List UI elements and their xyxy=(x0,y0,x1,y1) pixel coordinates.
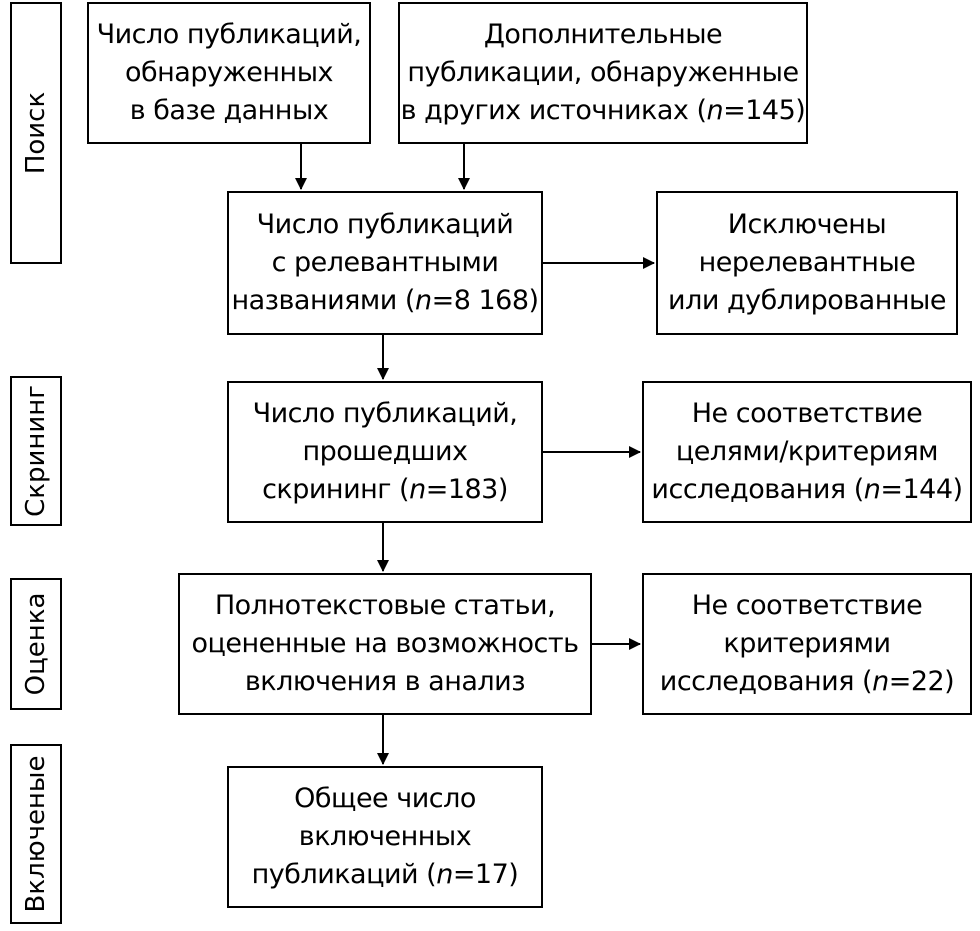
box-not-matching-goals: Не соответствие целями/критериям исследо… xyxy=(642,381,972,523)
box-not-matching-criteria-line1: Не соответствие xyxy=(691,590,923,621)
stage-screening: Скрининг xyxy=(10,376,62,526)
box-other-sources-line1: Дополнительные xyxy=(483,19,723,50)
box-other-sources: Дополнительные публикации, обнаруженные … xyxy=(398,2,808,144)
box-screened-line3: скрининг (n=183) xyxy=(262,474,508,505)
box-excluded-irrelevant-line1: Исключены xyxy=(727,209,887,240)
box-fulltext-line3: включения в анализ xyxy=(244,666,526,697)
box-db-publications-line2: обнаруженных xyxy=(124,57,334,88)
box-total-included-line1: Общее число xyxy=(294,783,476,814)
box-excluded-irrelevant-line3: или дублированные xyxy=(668,285,946,316)
box-not-matching-criteria-line3: исследования (n=22) xyxy=(659,666,955,697)
box-relevant-titles-line2: с релевантными xyxy=(271,247,499,278)
box-screened-line2: прошедших xyxy=(302,436,468,467)
box-db-publications-line3: в базе данных xyxy=(129,95,329,126)
box-total-included-line3: публикаций (n=17) xyxy=(251,859,519,890)
box-screened-line1: Число публикаций, xyxy=(252,398,518,429)
box-total-included-line2: включенных xyxy=(298,821,472,852)
box-excluded-irrelevant: Исключены нерелевантные или дублированны… xyxy=(656,191,958,335)
stage-search: Поиск xyxy=(10,2,62,264)
box-not-matching-goals-line1: Не соответствие xyxy=(691,398,923,429)
box-fulltext-line1: Полнотекстовые статьи, xyxy=(214,590,556,621)
box-relevant-titles-line1: Число публикаций xyxy=(256,209,514,240)
box-fulltext-line2: оцененные на возможность xyxy=(191,628,579,659)
box-relevant-titles: Число публикаций с релевантными названия… xyxy=(227,191,543,335)
box-not-matching-criteria-line2: критериями xyxy=(723,628,891,659)
box-not-matching-goals-line2: целями/критериям xyxy=(675,436,939,467)
box-excluded-irrelevant-line2: нерелевантные xyxy=(698,247,916,278)
box-not-matching-goals-line3: исследования (n=144) xyxy=(651,474,963,505)
stage-included: Включеные xyxy=(10,744,62,924)
box-db-publications-line1: Число публикаций, xyxy=(96,19,362,50)
box-other-sources-line2: публикации, обнаруженные xyxy=(407,57,799,88)
box-other-sources-line3: в других источниках (n=145) xyxy=(400,95,806,126)
box-total-included: Общее число включенных публикаций (n=17) xyxy=(227,766,543,908)
box-fulltext: Полнотекстовые статьи, оцененные на возм… xyxy=(178,573,592,715)
box-db-publications: Число публикаций, обнаруженных в базе да… xyxy=(87,2,371,144)
box-screened: Число публикаций, прошедших скрининг (n=… xyxy=(227,381,543,523)
box-relevant-titles-line3: названиями (n=8 168) xyxy=(231,285,539,316)
stage-assessment: Оценка xyxy=(10,578,62,710)
box-not-matching-criteria: Не соответствие критериями исследования … xyxy=(642,573,972,715)
